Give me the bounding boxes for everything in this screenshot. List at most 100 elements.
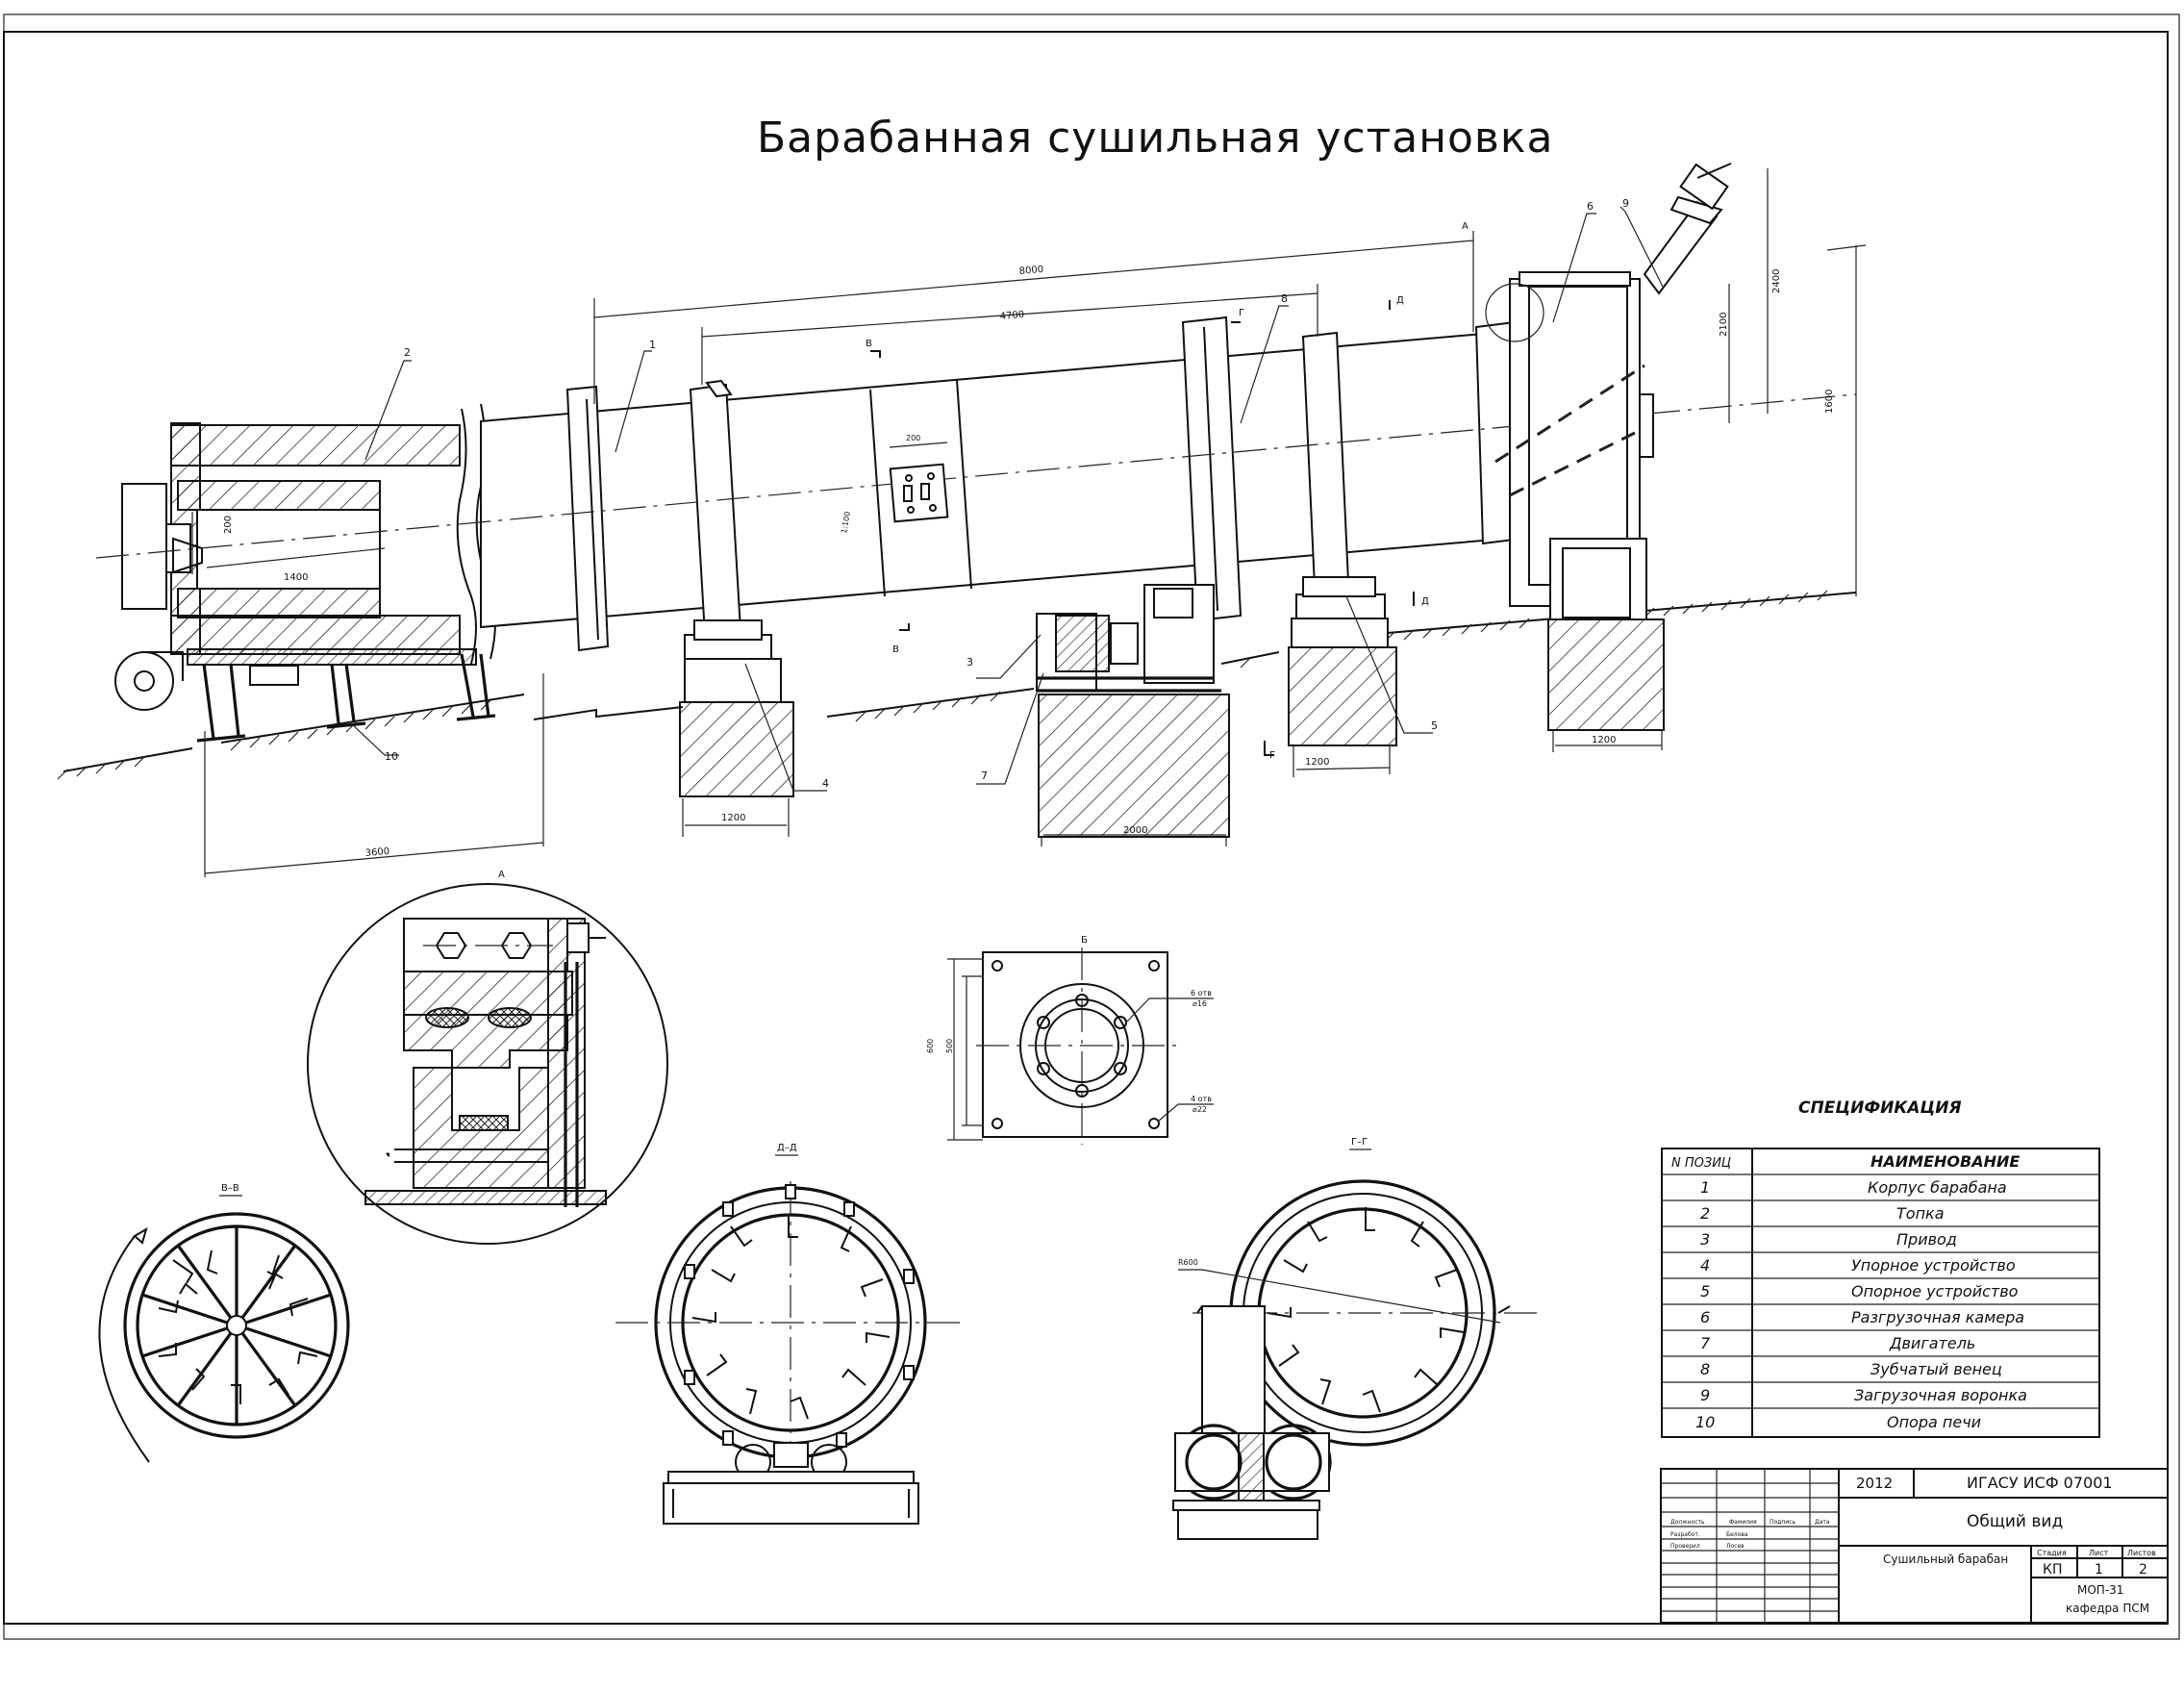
dim-slope: 1:100: [840, 511, 852, 534]
stamp-sheets-label: Листов: [2127, 1549, 2156, 1557]
spec-row-num: 6: [1700, 1308, 1710, 1326]
dim-height-total: 1600: [1824, 390, 1835, 414]
view-b-label: Б: [1081, 935, 1088, 946]
dim-inner: 1400: [284, 572, 308, 583]
view-b: Б 600 500 6 отв ⌀16 4 отв ⌀22: [926, 935, 1214, 1145]
dim-height-2: 2100: [1719, 313, 1729, 337]
section-g-g: Г–Г R600: [1172, 1137, 1539, 1540]
stamp-hdr-4: Дата: [1815, 1519, 1830, 1526]
stamp-sheet: 1: [2095, 1562, 2103, 1577]
detail-a-label: А: [498, 870, 505, 880]
stamp-group: МОП-31: [2077, 1583, 2123, 1597]
spec-row-num: 5: [1700, 1282, 1710, 1300]
callout-1: 1: [649, 339, 656, 351]
spec-row-name: Двигатель: [1889, 1334, 1975, 1352]
spec-heading: СПЕЦИФИКАЦИЯ: [1798, 1098, 1962, 1118]
mark-a: А: [1462, 221, 1469, 232]
section-g-label: Г–Г: [1351, 1137, 1368, 1148]
spec-row-num: 2: [1700, 1204, 1710, 1223]
mark-v-bottom: В: [892, 644, 899, 655]
dim-plate-h1: 600: [926, 1039, 935, 1053]
stamp-year: 2012: [1856, 1475, 1893, 1492]
dim-found-disch: 1200: [1592, 735, 1616, 745]
inner-frame: [3, 31, 2169, 1625]
discharge-chamber: 1200: [1485, 163, 1732, 752]
stamp-dept: кафедра ПСМ: [2066, 1602, 2149, 1615]
callout-8: 8: [1281, 292, 1288, 305]
callout-2: 2: [404, 346, 411, 359]
detail-a: А: [307, 870, 668, 1245]
spec-col-num: N ПОЗИЦ: [1671, 1156, 1731, 1171]
callout-leaders: 1 2 3 4 5 6 7 8 9 10: [350, 197, 1665, 792]
spec-table: СПЕЦИФИКАЦИЯ N ПОЗИЦ НАИМЕНОВАНИЕ 1 Корп…: [1661, 1098, 2100, 1438]
dim-firebox: 3600: [364, 846, 389, 859]
dim-height-1: 2400: [1771, 269, 1782, 293]
drive-unit: 2000: [1036, 584, 1230, 846]
mark-d-bottom: Д: [1421, 596, 1429, 607]
dim-small-1: 200: [223, 516, 234, 534]
dim-holes-1: 6 отв: [1191, 989, 1212, 997]
spec-row-num: 1: [1700, 1178, 1710, 1197]
dim-radius: R600: [1178, 1258, 1198, 1267]
spec-row-name: Топка: [1896, 1204, 1945, 1223]
spec-row-num: 8: [1700, 1360, 1710, 1378]
callout-4: 4: [822, 777, 829, 790]
stamp-stage: КП: [2043, 1562, 2062, 1577]
callout-3: 3: [966, 656, 973, 669]
spec-row-name: Привод: [1896, 1230, 1957, 1249]
stamp-name-1: Белова: [1726, 1531, 1748, 1538]
stamp-code: ИГАСУ ИСФ 07001: [1967, 1474, 2113, 1492]
spec-row-num: 10: [1695, 1413, 1715, 1431]
stamp-name-2: Лосев: [1726, 1543, 1745, 1550]
dimension-lines: 8000 4700 3600 1600 2400 2100: [204, 168, 1867, 877]
callout-9: 9: [1622, 197, 1629, 210]
spec-row-num: 3: [1700, 1230, 1710, 1249]
support-station-5: 1200: [1288, 576, 1397, 777]
spec-row-name: Упорное устройство: [1851, 1256, 2016, 1275]
spec-row-name: Опора печи: [1887, 1413, 1981, 1431]
callout-10: 10: [385, 750, 398, 763]
section-d-d: Д–Д: [615, 1143, 966, 1525]
spec-row-num: 7: [1700, 1334, 1711, 1352]
callout-6: 6: [1587, 200, 1594, 213]
main-view: 1400 200: [57, 163, 1867, 877]
spec-row-name: Опорное устройство: [1851, 1282, 2019, 1300]
ground-line: [57, 590, 1857, 780]
stamp-product: Сушильный барабан: [1883, 1552, 2008, 1566]
stamp-sheet-label: Лист: [2089, 1549, 2109, 1557]
dim-found-5: 1200: [1305, 757, 1329, 768]
callout-7: 7: [981, 770, 988, 782]
dim-overall: 8000: [1018, 265, 1043, 277]
title-block: 2012 ИГАСУ ИСФ 07001 Общий вид Сушильный…: [1660, 1468, 2169, 1624]
firebox: 1400 200: [114, 403, 496, 743]
dim-found-drive: 2000: [1123, 825, 1147, 836]
drum-body: 200 1:100: [95, 315, 1857, 652]
mark-d-top: Д: [1396, 295, 1404, 306]
spec-row-name: Разгрузочная камера: [1851, 1308, 2024, 1326]
spec-col-name: НАИМЕНОВАНИЕ: [1870, 1152, 2020, 1171]
section-marks: А В В Г Г Д Д: [866, 221, 1469, 761]
section-v-label: В–В: [221, 1183, 239, 1194]
spec-row-num: 4: [1700, 1256, 1710, 1275]
section-d-label: Д–Д: [777, 1143, 797, 1153]
support-station-4: 1200: [679, 619, 794, 837]
stamp-hdr-2: Фамилия: [1729, 1519, 1757, 1526]
drawing-title: Барабанная сушильная установка: [757, 114, 1553, 163]
dim-plate: 200: [906, 434, 920, 442]
mark-v-top: В: [866, 339, 872, 349]
dim-plate-h2: 500: [945, 1039, 954, 1053]
spec-row-name: Зубчатый венец: [1870, 1360, 2002, 1378]
stamp-role-2: Проверил: [1670, 1543, 1700, 1550]
dim-holes-2b: ⌀22: [1192, 1105, 1207, 1114]
stamp-role-1: Разработ.: [1670, 1531, 1700, 1538]
dim-holes-1b: ⌀16: [1192, 999, 1207, 1008]
callout-5: 5: [1431, 719, 1438, 732]
dim-holes-2: 4 отв: [1191, 1095, 1212, 1103]
dim-drum-mid: 4700: [999, 310, 1024, 322]
stamp-hdr-1: Должность: [1670, 1519, 1705, 1526]
spec-row-num: 9: [1700, 1386, 1710, 1404]
dim-found-4: 1200: [721, 813, 745, 823]
mark-g-top: Г: [1239, 308, 1244, 318]
stamp-stage-label: Стадия: [2037, 1549, 2067, 1557]
stamp-doc-title: Общий вид: [1967, 1512, 2063, 1531]
